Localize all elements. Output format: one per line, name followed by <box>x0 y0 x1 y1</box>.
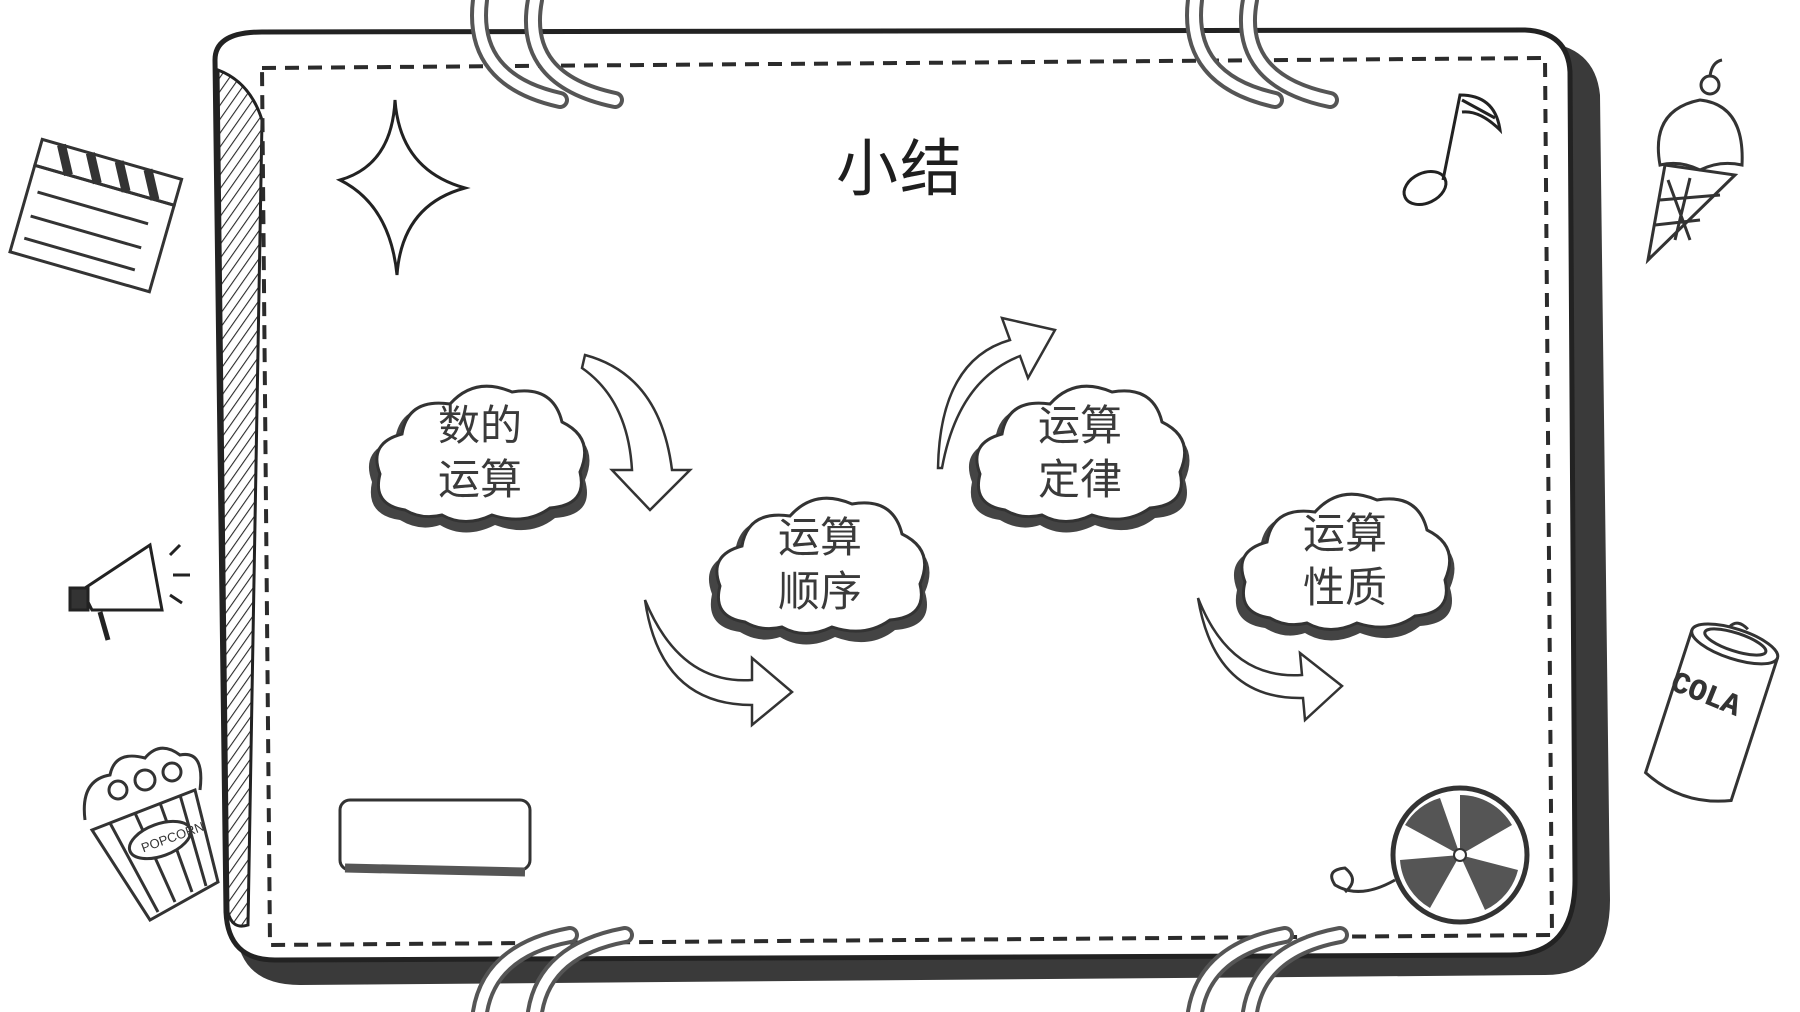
cloud-line-1: 运算 <box>1302 508 1387 558</box>
arrow-down-right-1 <box>580 353 694 512</box>
clapperboard-icon <box>8 137 184 294</box>
film-reel-icon <box>1330 785 1530 925</box>
cloud-line-2: 顺序 <box>777 566 862 616</box>
cloud-line-1: 运算 <box>777 512 862 562</box>
arrow-up-right <box>936 316 1057 470</box>
ice-cream-icon <box>1645 58 1744 265</box>
cloud-line-1: 运算 <box>1037 400 1122 450</box>
cloud-node-operation-laws: 运算 定律 <box>960 370 1200 535</box>
cloud-line-2: 定律 <box>1037 454 1122 504</box>
cola-can-icon <box>1643 621 1780 803</box>
cloud-node-operation-order: 运算 顺序 <box>700 482 940 647</box>
cloud-line-1: 数的 <box>437 400 522 450</box>
cloud-line-2: 运算 <box>437 454 522 504</box>
page-title: 小结 <box>835 132 964 205</box>
arrow-down-right-3 <box>1196 597 1344 723</box>
cloud-line-2: 性质 <box>1302 562 1387 612</box>
popcorn-icon <box>82 746 220 922</box>
empty-label-box <box>338 798 532 877</box>
music-note-icon <box>1402 93 1503 206</box>
cloud-node-number-operations: 数的 运算 <box>360 370 600 535</box>
cola-label: COLA <box>1665 667 1745 726</box>
sparkle-star-icon <box>335 99 471 276</box>
cloud-node-operation-properties: 运算 性质 <box>1225 478 1465 643</box>
arrow-down-right-2 <box>643 599 794 728</box>
megaphone-icon <box>68 542 190 641</box>
